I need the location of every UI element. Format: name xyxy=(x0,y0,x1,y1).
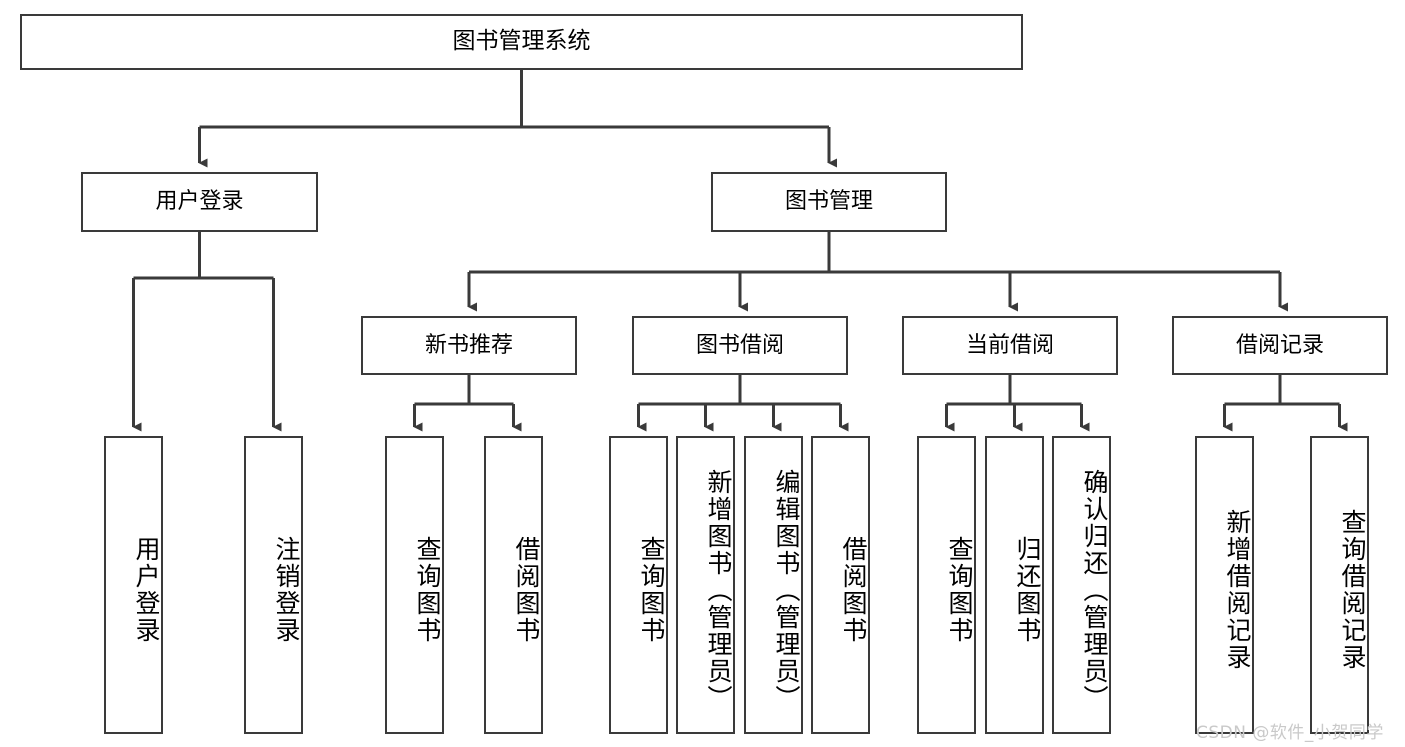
node-label: 图书管理 xyxy=(784,189,873,215)
node-label: 注销登录 xyxy=(272,536,301,644)
node-return-book[interactable]: 归还图书 xyxy=(985,436,1044,734)
node-label: 用户登录 xyxy=(155,189,244,215)
node-query-book-1[interactable]: 查询图书 xyxy=(385,436,444,734)
node-add-borrow-record[interactable]: 新增借阅记录 xyxy=(1195,436,1254,734)
node-label: 借阅记录 xyxy=(1235,332,1324,358)
node-label: 确认归还（管理员） xyxy=(1080,468,1109,712)
node-book-borrow[interactable]: 图书借阅 xyxy=(632,316,848,375)
node-borrow-record[interactable]: 借阅记录 xyxy=(1172,316,1388,375)
node-label: 新增借阅记录 xyxy=(1223,509,1252,671)
node-user-logout[interactable]: 注销登录 xyxy=(244,436,303,734)
node-label: 当前借阅 xyxy=(965,332,1054,358)
node-label: 查询图书 xyxy=(637,536,666,644)
node-confirm-return-admin[interactable]: 确认归还（管理员） xyxy=(1052,436,1111,734)
node-add-book-admin[interactable]: 新增图书（管理员） xyxy=(676,436,735,734)
node-borrow-book-1[interactable]: 借阅图书 xyxy=(484,436,543,734)
node-label: 查询借阅记录 xyxy=(1338,509,1367,671)
node-label: 新增图书（管理员） xyxy=(704,468,733,712)
node-label: 借阅图书 xyxy=(839,536,868,644)
node-user-login-do[interactable]: 用户登录 xyxy=(104,436,163,734)
node-query-book-3[interactable]: 查询图书 xyxy=(917,436,976,734)
node-label: 查询图书 xyxy=(945,536,974,644)
node-user-login[interactable]: 用户登录 xyxy=(81,172,318,232)
node-borrow-book-2[interactable]: 借阅图书 xyxy=(811,436,870,734)
node-query-borrow-record[interactable]: 查询借阅记录 xyxy=(1310,436,1369,734)
node-label: 新书推荐 xyxy=(424,332,513,358)
node-label: 查询图书 xyxy=(413,536,442,644)
node-root[interactable]: 图书管理系统 xyxy=(20,14,1023,70)
node-label: 图书借阅 xyxy=(695,332,784,358)
node-label: 编辑图书（管理员） xyxy=(772,468,801,712)
node-new-book-recommend[interactable]: 新书推荐 xyxy=(361,316,577,375)
node-query-book-2[interactable]: 查询图书 xyxy=(609,436,668,734)
csdn-watermark: CSDN @软件_小贺同学 xyxy=(1196,723,1384,743)
node-label: 归还图书 xyxy=(1013,536,1042,644)
node-label: 用户登录 xyxy=(132,536,161,644)
node-current-borrow[interactable]: 当前借阅 xyxy=(902,316,1118,375)
node-label: 借阅图书 xyxy=(512,536,541,644)
node-label: 图书管理系统 xyxy=(452,28,591,55)
node-edit-book-admin[interactable]: 编辑图书（管理员） xyxy=(744,436,803,734)
node-book-manage[interactable]: 图书管理 xyxy=(711,172,947,232)
